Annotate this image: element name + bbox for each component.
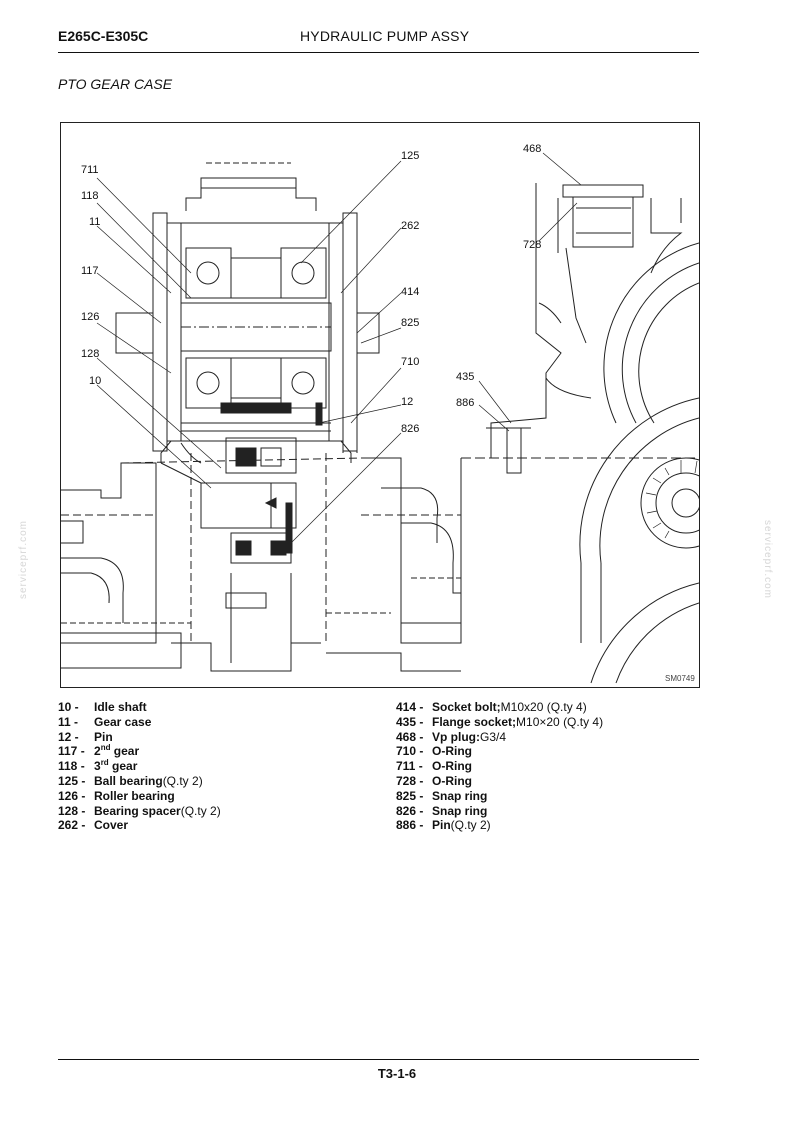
page-header: E265C-E305C HYDRAULIC PUMP ASSY	[58, 28, 698, 54]
callout-125: 125	[401, 150, 419, 162]
parts-legend-left: 10 -Idle shaft 11 -Gear case 12 -Pin 117…	[58, 700, 358, 833]
legend-item: 468 -Vp plug: G3/4	[396, 729, 507, 744]
legend-item: 128 -Bearing spacer (Q.ty 2)	[58, 803, 221, 818]
legend-item: 825 -Snap ring	[396, 788, 488, 803]
legend-item: 414 -Socket bolt; M10x20 (Q.ty 4)	[396, 700, 587, 714]
legend-item: 12 -Pin	[58, 729, 113, 744]
page-number: T3-1-6	[377, 1066, 417, 1081]
callout-262: 262	[401, 220, 419, 232]
legend-item: 435 -Flange socket; M10×20 (Q.ty 4)	[396, 714, 604, 729]
callout-118: 118	[81, 190, 99, 202]
legend-item: 262 -Cover	[58, 818, 129, 833]
callout-126: 126	[81, 311, 99, 323]
callout-728: 728	[523, 239, 541, 251]
footer-rule	[58, 1059, 699, 1060]
callout-414: 414	[401, 286, 419, 298]
legend-item: 118 -3rd gear	[58, 758, 138, 774]
section-title: PTO GEAR CASE	[58, 76, 173, 92]
legend-item: 710 -O-Ring	[396, 744, 472, 759]
legend-item: 10 -Idle shaft	[58, 700, 147, 714]
callout-711: 711	[81, 164, 99, 176]
callout-117: 117	[81, 265, 99, 277]
callout-468: 468	[523, 143, 541, 155]
callout-10: 10	[89, 375, 101, 387]
figure-code: SM0749	[665, 674, 695, 683]
document-title: HYDRAULIC PUMP ASSY	[300, 28, 470, 44]
callout-128: 128	[81, 348, 99, 360]
callout-12: 12	[401, 396, 413, 408]
legend-item: 826 -Snap ring	[396, 803, 488, 818]
model-label: E265C-E305C	[58, 28, 149, 44]
gear-case-cross-section: 711 118 11 117 126 128 10 125 262 414 82…	[61, 143, 699, 684]
callout-435: 435	[456, 371, 474, 383]
technical-drawing: 711 118 11 117 126 128 10 125 262 414 82…	[60, 122, 700, 688]
legend-item: 728 -O-Ring	[396, 773, 472, 788]
callout-826: 826	[401, 423, 419, 435]
legend-item: 125 -Ball bearing (Q.ty 2)	[58, 773, 203, 788]
watermark-right: serviceprf.com	[762, 520, 773, 600]
legend-item: 886 -Pin (Q.ty 2)	[396, 818, 491, 833]
parts-legend-right: 414 -Socket bolt; M10x20 (Q.ty 4) 435 -F…	[396, 700, 716, 833]
header-rule	[58, 52, 699, 53]
callout-825: 825	[401, 317, 419, 329]
callout-710: 710	[401, 356, 419, 368]
callout-11: 11	[89, 216, 100, 228]
legend-item: 126 -Roller bearing	[58, 788, 175, 803]
watermark-left: serviceprf.com	[18, 520, 29, 600]
legend-item: 11 -Gear case	[58, 714, 152, 729]
legend-item: 117 -2nd gear	[58, 743, 140, 759]
legend-item: 711 -O-Ring	[396, 759, 472, 774]
callout-886: 886	[456, 397, 474, 409]
